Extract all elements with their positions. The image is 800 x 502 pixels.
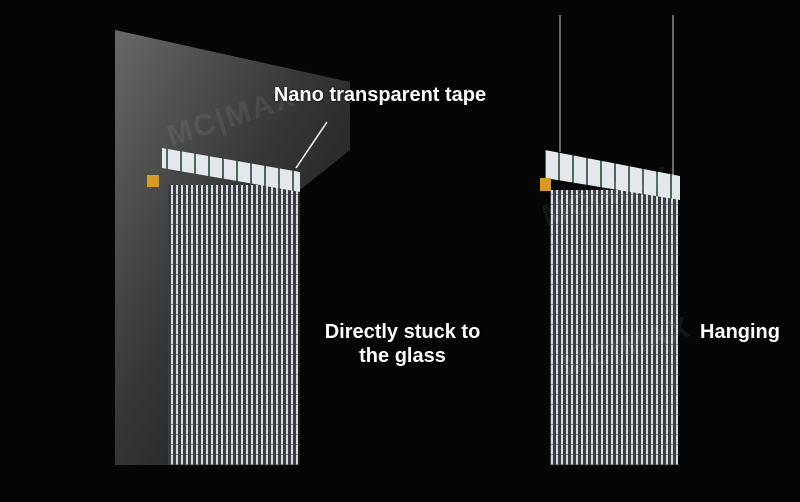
- left-top-bar: [162, 148, 300, 192]
- right-connector: [540, 178, 551, 191]
- tape-pointer-line: [295, 121, 328, 169]
- tape-label: Nano transparent tape: [273, 84, 487, 106]
- left-connector: [147, 175, 159, 187]
- left-led-strands: [168, 185, 298, 465]
- hanging-label: Hanging: [700, 321, 780, 343]
- right-led-strands: [550, 190, 678, 465]
- glass-label-line2: the glass: [359, 345, 446, 367]
- glass-label-line1: Directly stuck to: [324, 321, 481, 343]
- right-top-bar: [545, 150, 680, 200]
